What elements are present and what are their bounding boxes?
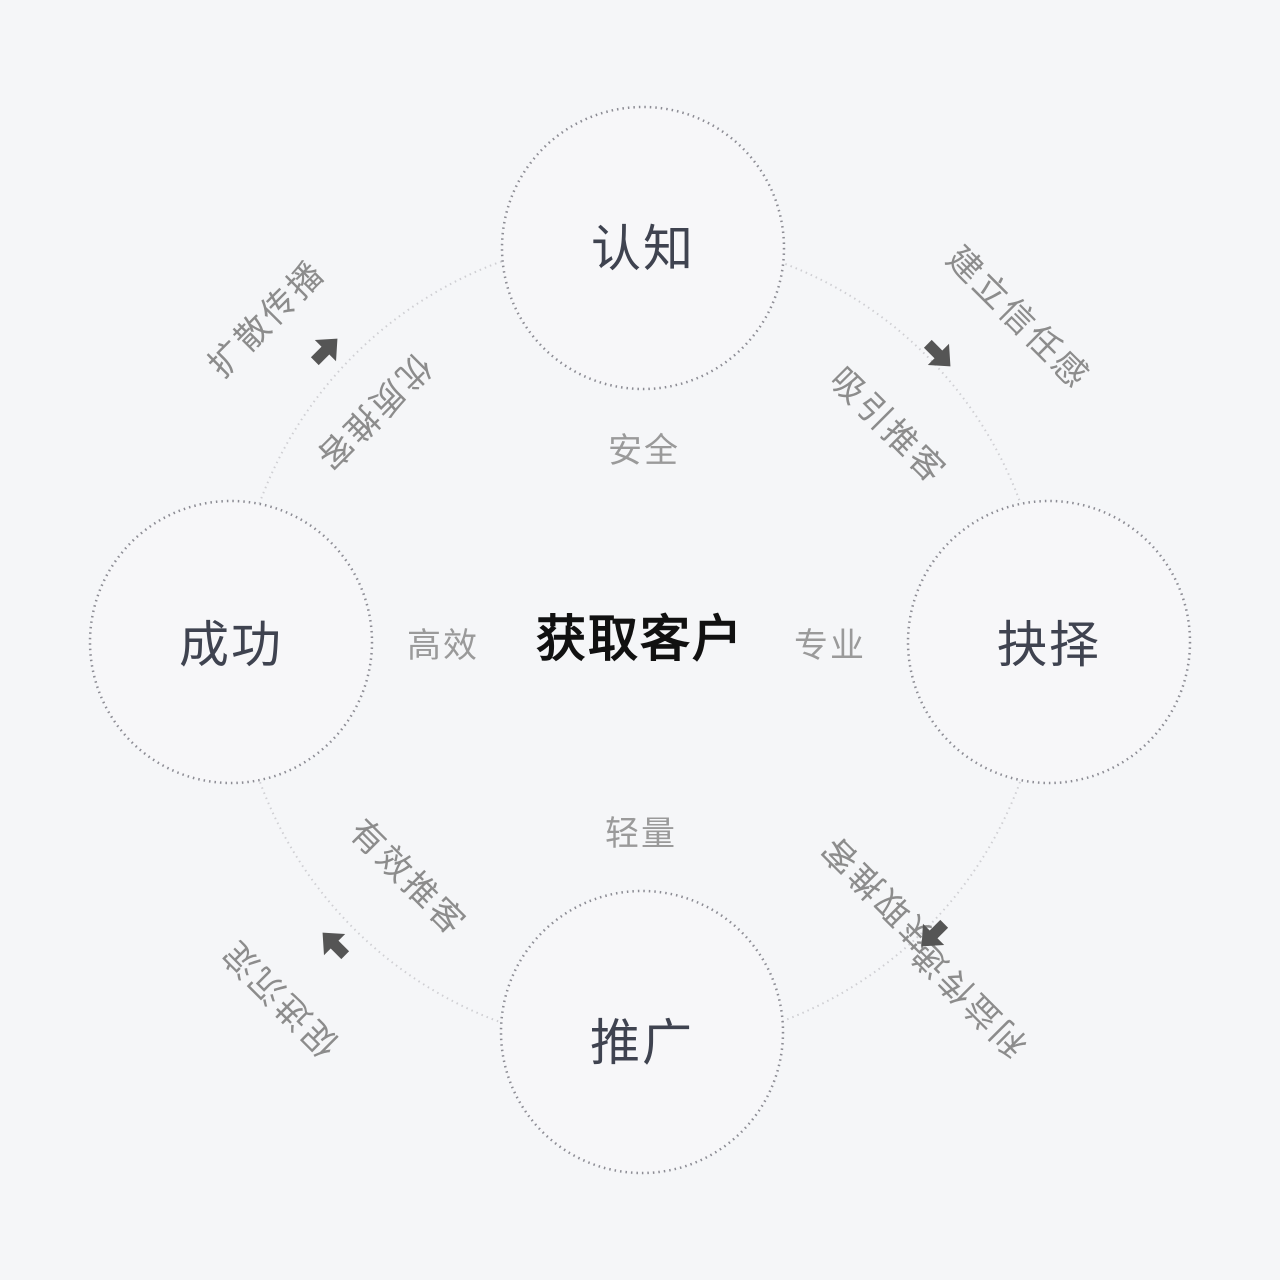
node-top-label: 认知 [591, 220, 695, 278]
quality-top: 安全 [608, 431, 680, 471]
arc-left-top-outer: 扩散传播 [201, 253, 334, 386]
node-left: 成功 [88, 499, 374, 785]
node-bottom-label: 推广 [590, 1014, 694, 1072]
node-left-label: 成功 [179, 616, 283, 674]
arrow-icon-left-top [310, 338, 338, 366]
arrow-icon-bottom-left [322, 932, 350, 960]
arc-left-top-inner: 优质推客 [306, 345, 439, 478]
arrow-icon-top-right [923, 339, 951, 367]
node-top: 认知 [500, 105, 786, 391]
quality-bottom: 轻量 [605, 814, 677, 854]
quality-right: 专业 [794, 626, 866, 666]
arrow-icon-right-bottom [921, 919, 949, 947]
center-label: 获取客户 [536, 610, 744, 668]
node-right-label: 抉择 [997, 616, 1101, 674]
arc-top-right-outer: 建立信任感 [938, 239, 1097, 398]
arc-bottom-left-inner: 有效推客 [341, 812, 474, 945]
node-right: 抉择 [906, 499, 1192, 785]
quality-left: 高效 [407, 626, 479, 666]
arc-top-right-inner: 吸引推客 [821, 360, 954, 493]
node-bottom: 推广 [499, 889, 785, 1175]
